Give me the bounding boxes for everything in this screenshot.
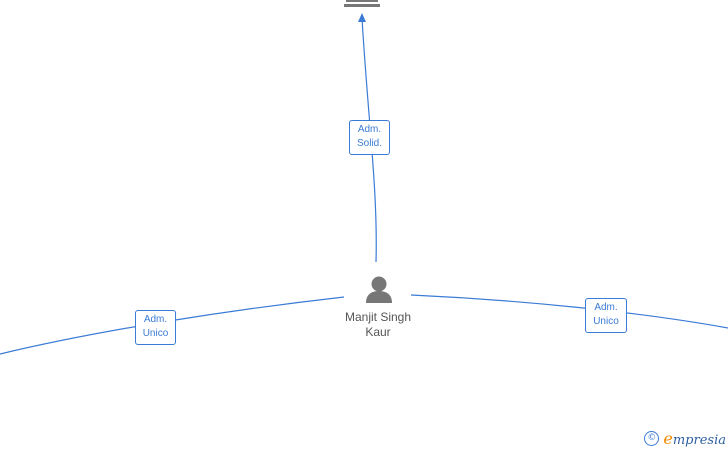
relation-label-left[interactable]: Adm. Unico	[135, 310, 176, 345]
relation-role: Adm.	[357, 124, 382, 135]
edge-to-right	[410, 294, 728, 329]
relation-type: Unico	[593, 316, 619, 327]
brand-watermark: © empresia	[644, 429, 726, 448]
brand-name-rest: mpresia	[672, 433, 726, 448]
relation-type: Unico	[142, 328, 169, 339]
brand-initial: e	[663, 429, 673, 448]
building-icon[interactable]	[344, 0, 380, 7]
relation-label-right[interactable]: Adm. Unico	[585, 298, 627, 333]
relation-role: Adm.	[143, 314, 168, 325]
person-icon[interactable]	[366, 276, 392, 304]
person-name-line1: Manjit Singh	[344, 310, 412, 324]
relation-label-top[interactable]: Adm. Solid.	[349, 120, 390, 155]
arrow-head-top	[358, 13, 366, 22]
relation-role: Adm.	[594, 302, 618, 313]
person-name-line2: Kaur	[365, 325, 391, 339]
copyright-icon: ©	[644, 431, 660, 446]
relation-type: Solid.	[356, 138, 382, 149]
brand-name: empresia	[663, 429, 726, 448]
person-name[interactable]: Manjit Singh Kaur	[330, 310, 426, 340]
